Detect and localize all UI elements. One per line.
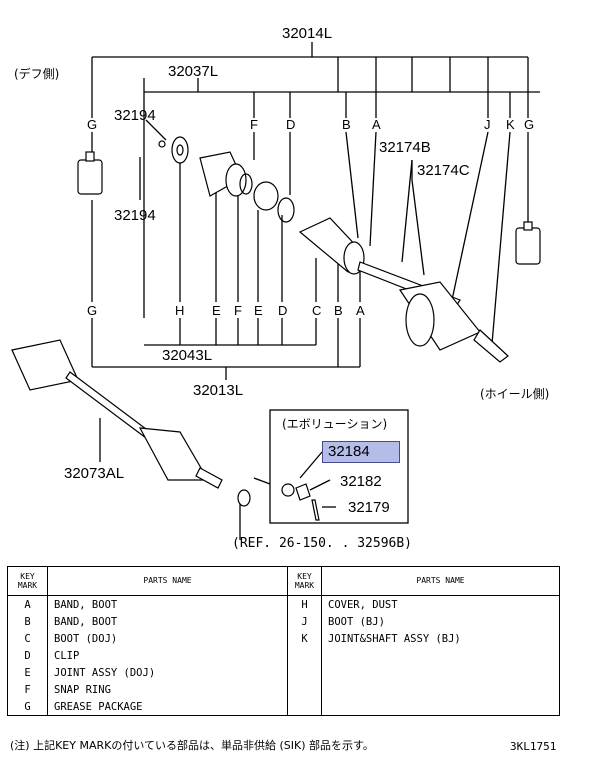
table-row: A BAND, BOOT H COVER, DUST xyxy=(7,595,560,613)
assembly-label-32037L: 32037L xyxy=(168,63,219,80)
key-mark-header-left: KEY MARK xyxy=(7,566,48,596)
drawing-id: 3KL1751 xyxy=(510,740,557,753)
part-label-32174C: 32174C xyxy=(417,162,470,179)
key-letter-bottom-6: C xyxy=(312,303,322,318)
reference-label: (REF. 26-150. . 32596B) xyxy=(232,536,413,551)
name-cell: COVER, DUST xyxy=(321,595,560,613)
key-cell: F xyxy=(7,681,48,698)
key-cell: A xyxy=(7,595,48,613)
part-label-32073AL: 32073AL xyxy=(64,465,125,482)
assembly-label-32014L: 32014L xyxy=(282,25,333,42)
key-cell: G xyxy=(7,698,48,716)
key-cell xyxy=(287,647,322,664)
name-cell: CLIP xyxy=(47,647,288,664)
key-cell: E xyxy=(7,664,48,681)
table-row: B BAND, BOOT J BOOT (BJ) xyxy=(7,613,560,630)
name-cell: GREASE PACKAGE xyxy=(47,698,288,716)
key-cell xyxy=(287,698,322,716)
name-cell: SNAP RING xyxy=(47,681,288,698)
table-row: F SNAP RING xyxy=(7,681,560,698)
key-letter-bottom-0: G xyxy=(87,303,98,318)
key-cell: K xyxy=(287,630,322,647)
key-letter-bottom-5: D xyxy=(278,303,288,318)
key-letter-bottom-8: A xyxy=(356,303,365,318)
key-cell: C xyxy=(7,630,48,647)
part-label-32184[interactable]: 32184 xyxy=(328,443,370,460)
key-letter-top-6: K xyxy=(506,117,515,132)
key-letter-top-0: G xyxy=(87,117,98,132)
part-label-32194-lower: 32194 xyxy=(114,207,156,224)
differential-side-label: (デフ側) xyxy=(14,67,60,81)
exploded-parts-diagram xyxy=(11,42,541,540)
key-letter-bottom-3: F xyxy=(234,303,242,318)
key-letter-bottom-4: E xyxy=(254,303,263,318)
highlight-32184 xyxy=(322,441,400,463)
assembly-label-32043L: 32043L xyxy=(162,347,213,364)
key-cell xyxy=(287,681,322,698)
evolution-label: (エボリューション) xyxy=(282,417,388,431)
key-letter-top-7: G xyxy=(524,117,535,132)
key-cell: D xyxy=(7,647,48,664)
name-cell: BOOT (BJ) xyxy=(321,613,560,630)
name-cell xyxy=(321,698,560,716)
table-row: E JOINT ASSY (DOJ) xyxy=(7,664,560,681)
key-letter-bottom-1: H xyxy=(175,303,185,318)
key-mark-table: KEY MARK PARTS NAME KEY MARK PARTS NAME … xyxy=(7,566,560,716)
key-letter-top-4: A xyxy=(372,117,381,132)
key-cell: H xyxy=(287,595,322,613)
key-letter-top-3: B xyxy=(342,117,351,132)
key-cell xyxy=(287,664,322,681)
table-row: C BOOT (DOJ) K JOINT&SHAFT ASSY (BJ) xyxy=(7,630,560,647)
footnote: (注) 上記KEY MARKの付いている部品は、単品非供給 (SIK) 部品を示… xyxy=(10,739,374,752)
table-row: G GREASE PACKAGE xyxy=(7,698,560,716)
key-letter-bottom-7: B xyxy=(334,303,343,318)
part-label-32182: 32182 xyxy=(340,473,382,490)
part-label-32174B: 32174B xyxy=(379,139,431,156)
parts-name-header-left: PARTS NAME xyxy=(47,566,288,596)
key-cell: J xyxy=(287,613,322,630)
parts-name-header-right: PARTS NAME xyxy=(321,566,560,596)
part-label-32194-upper: 32194 xyxy=(114,107,156,124)
name-cell: JOINT&SHAFT ASSY (BJ) xyxy=(321,630,560,647)
name-cell xyxy=(321,681,560,698)
key-letter-bottom-2: E xyxy=(212,303,221,318)
key-cell: B xyxy=(7,613,48,630)
part-label-32179: 32179 xyxy=(348,499,390,516)
wheel-side-label: (ホイール側) xyxy=(480,387,550,401)
name-cell: BAND, BOOT xyxy=(47,595,288,613)
name-cell xyxy=(321,647,560,664)
name-cell: BAND, BOOT xyxy=(47,613,288,630)
key-letter-top-1: F xyxy=(250,117,258,132)
name-cell: BOOT (DOJ) xyxy=(47,630,288,647)
key-mark-header-right: KEY MARK xyxy=(287,566,322,596)
table-row: D CLIP xyxy=(7,647,560,664)
assembly-label-32013L: 32013L xyxy=(193,382,244,399)
table-header-row: KEY MARK PARTS NAME KEY MARK PARTS NAME xyxy=(7,566,560,596)
key-letter-top-5: J xyxy=(484,117,491,132)
name-cell xyxy=(321,664,560,681)
name-cell: JOINT ASSY (DOJ) xyxy=(47,664,288,681)
key-letter-top-2: D xyxy=(286,117,296,132)
